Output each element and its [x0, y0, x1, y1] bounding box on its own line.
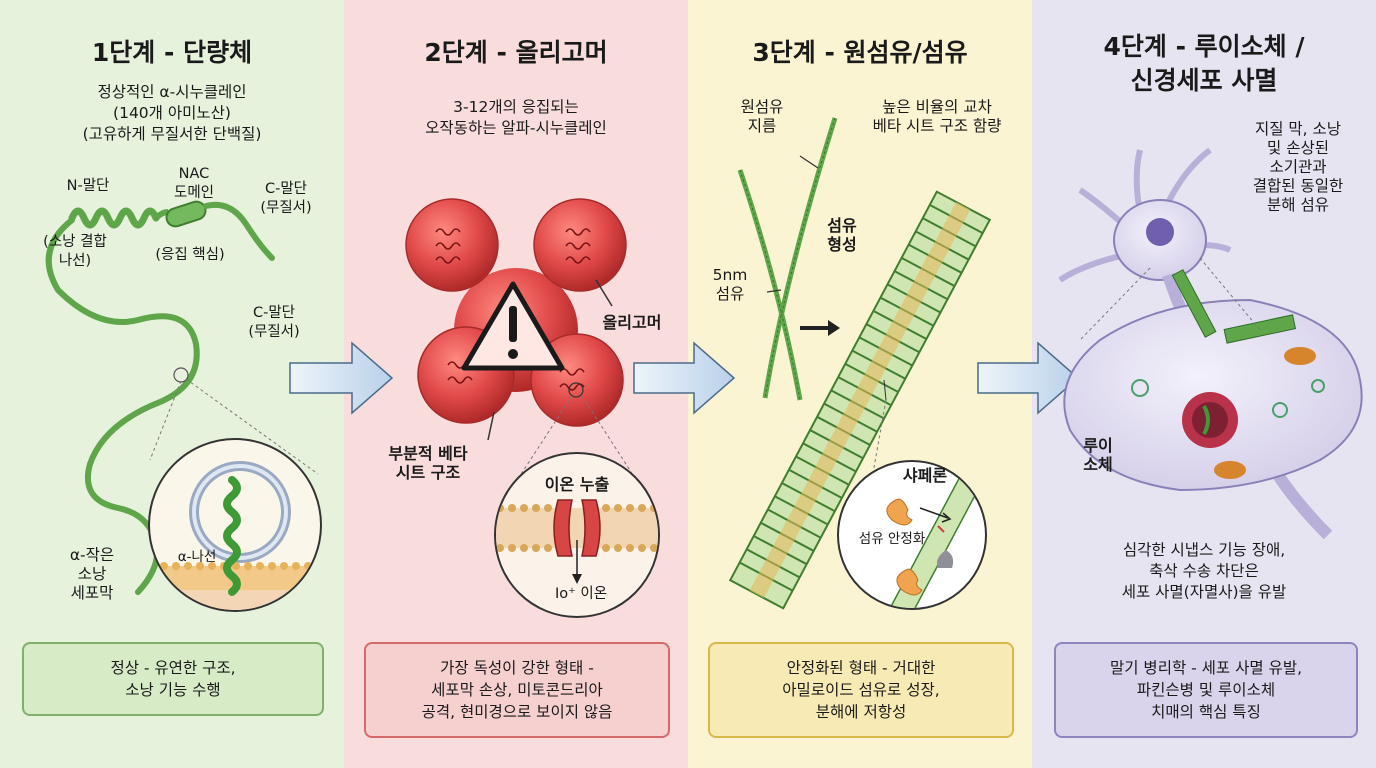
- lipid-membrane-label: 지질 막, 소낭 및 손상된 소기관과 결합된 동일한 분해 섬유: [1252, 120, 1344, 214]
- stage1-subtitle: 정상적인 α-시누클레인 (140개 아미노산) (고유하게 무질서한 단백질): [82, 83, 262, 143]
- ion-leak-zoom-circle: [494, 452, 660, 618]
- n-terminal-label: N-말단: [66, 178, 110, 194]
- fiber-5nm-label: 5nm 섬유: [712, 266, 748, 303]
- stage1-panel: [0, 0, 344, 768]
- beta-content-label: 높은 비율의 교차 베타 시트 구조 함량: [872, 98, 1002, 135]
- stage2-subtitle: 3-12개의 응집되는 오작동하는 알파-시누클레인: [425, 98, 607, 137]
- stage2-title: 2단계 - 올리고머: [424, 38, 608, 67]
- c-terminal-label-1: C-말단 (무질서): [260, 181, 312, 216]
- nac-domain-label: NAC 도메인: [173, 166, 215, 201]
- membrane-zoom-circle: [148, 438, 322, 612]
- stage4-footer-box: 말기 병리학 - 세포 사멸 유발, 파킨슨병 및 루이소체 치매의 핵심 특징: [1054, 642, 1358, 738]
- nac-domain-desc: (응집 핵심): [155, 247, 225, 263]
- flow-arrow-1: [289, 341, 394, 415]
- chaperone-zoom-circle: [837, 460, 987, 610]
- membrane-label: α-작은 소낭 세포막: [69, 546, 115, 602]
- flow-arrow-2: [633, 341, 736, 415]
- n-terminal-desc: (소낭 결합 나선): [43, 234, 107, 269]
- stage3-footer-box: 안정화된 형태 - 거대한 아밀로이드 섬유로 성장, 분해에 저항성: [708, 642, 1014, 738]
- stage1-title: 1단계 - 단량체: [91, 38, 253, 67]
- monomer-illustration: [45, 200, 319, 595]
- protofibril-label: 원섬유 지름: [740, 98, 784, 135]
- ion-label: Io⁺ 이온: [554, 586, 608, 602]
- neuron-illustration: [1058, 147, 1363, 540]
- oligomer-label: 올리고머: [602, 313, 662, 332]
- stage1-footer-box: 정상 - 유연한 구조, 소낭 기능 수행: [22, 642, 324, 716]
- alpha-helix-label: α-나선: [177, 549, 217, 565]
- stage3-title: 3단계 - 원섬유/섬유: [752, 38, 968, 67]
- chaperone-label: 샤페론: [902, 466, 948, 485]
- oligomer-cluster: [405, 198, 645, 493]
- beta-sheet-label: 부분적 베타 시트 구조: [388, 444, 468, 482]
- stage2-footer-box: 가장 독성이 강한 형태 - 세포막 손상, 미토콘드리아 공격, 현미경으로 …: [364, 642, 670, 738]
- c-terminal-label-2: C-말단 (무질서): [248, 305, 300, 340]
- stage4-title: 4단계 - 루이소체 / 신경세포 사멸: [1103, 32, 1305, 95]
- flow-arrow-3: [977, 341, 1080, 415]
- ion-leak-label: 이온 누출: [544, 475, 610, 494]
- stabilization-label: 섬유 안정화: [858, 531, 926, 547]
- stage4-description: 심각한 시냅스 기능 장애, 축삭 수송 차단은 세포 사멸(자멸사)을 유발: [1121, 541, 1287, 601]
- lewy-body-label: 루이 소체: [1083, 436, 1113, 474]
- fiber-formation-label: 섬유 형성: [827, 216, 857, 254]
- fibril-illustration: [728, 117, 992, 610]
